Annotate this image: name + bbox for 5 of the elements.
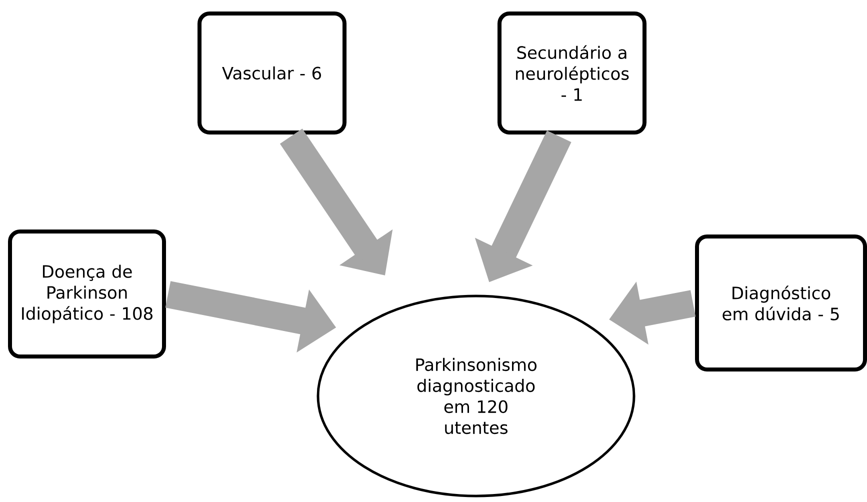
process-box: Diagnóstico em dúvida - 5 — [695, 234, 867, 372]
process-box: Vascular - 6 — [198, 12, 346, 134]
ellipse-node: Parkinsonismo diagnosticado em 120 utentes — [316, 294, 636, 498]
process-box: Doença de Parkinson Idiopático - 108 — [8, 230, 166, 358]
process-box: Secundário a neurolépticos - 1 — [498, 12, 646, 134]
